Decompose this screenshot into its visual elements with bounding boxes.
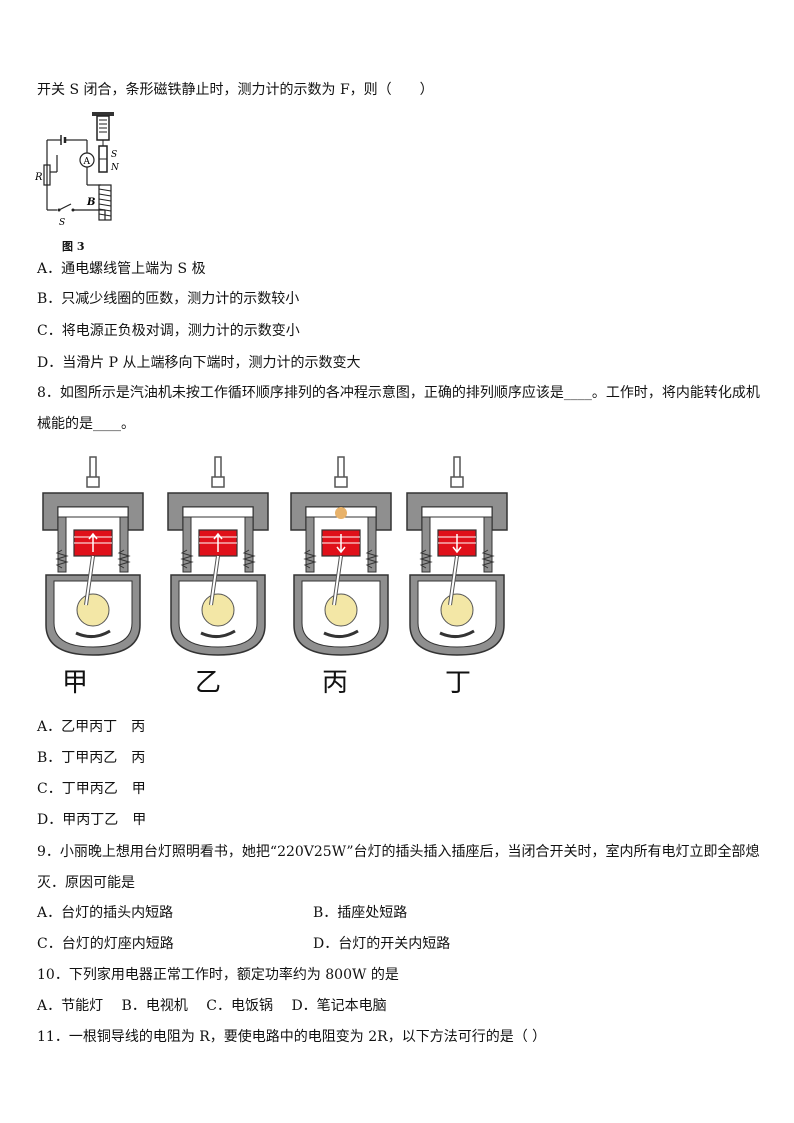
q8-engine-strokes-figure [41,455,509,657]
q9-option-d: D．台灯的开关内短路 [313,936,451,952]
q9-option-a: A．台灯的插头内短路 [37,905,174,921]
q10-options: A．节能灯 B．电视机 C．电饭锅 D．笔记本电脑 [37,998,387,1014]
ammeter-label: A [83,157,91,167]
q8-stem-line1: 8．如图所示是汽油机未按工作循环顺序排列的各冲程示意图，正确的排列顺序应该是__… [37,385,760,401]
q7-option-a: A．通电螺线管上端为 S 极 [37,261,206,277]
engine-label-bing: 丙 [322,668,349,698]
rheostat-label: R [35,172,43,183]
q11-stem: 11．一根铜导线的电阻为 R，要使电路中的电阻变为 2R，以下方法可行的是（ ） [37,1029,547,1045]
q8-option-b: B．丁甲丙乙 丙 [37,750,146,766]
q8-stem-line2: 械能的是____。 [37,416,135,432]
spark-icon [335,507,347,519]
engine-label-ding: 丁 [445,668,472,698]
engine-label-jia: 甲 [62,668,89,698]
q7-option-d: D．当滑片 P 从上端移向下端时，测力计的示数变大 [37,355,361,371]
magnet-n-label: N [110,163,120,173]
engine-label-yi: 乙 [195,668,222,698]
engine-bing [289,455,393,657]
q9-stem-line1: 9．小丽晚上想用台灯照明看书，她把“220V25W”台灯的插头插入插座后，当闭合… [37,844,760,860]
q9-stem-line2: 灭．原因可能是 [37,875,135,891]
q8-option-d: D．甲丙丁乙 甲 [37,812,147,828]
switch-label: S [59,218,65,228]
q7-stem: 开关 S 闭合，条形磁铁静止时，测力计的示数为 F，则（ ） [37,82,434,98]
q7-option-c: C．将电源正负极对调，测力计的示数变小 [37,323,300,339]
q9-option-b: B．插座处短路 [313,905,408,921]
magnet-s-label: S [111,150,117,160]
engine-ding [405,455,509,657]
q8-option-a: A．乙甲丙丁 丙 [37,719,146,735]
q7-figure-caption: 图 3 [62,240,85,253]
q7-option-b: B．只减少线圈的匝数，测力计的示数较小 [37,291,300,307]
q7-circuit-figure: S N A B R S [35,112,120,228]
q9-option-c: C．台灯的灯座内短路 [37,936,174,952]
engine-jia [41,455,145,657]
q8-option-c: C．丁甲丙乙 甲 [37,781,146,797]
coil-label: B [86,197,95,208]
engine-yi [166,455,270,657]
q10-stem: 10．下列家用电器正常工作时，额定功率约为 800W 的是 [37,967,399,983]
